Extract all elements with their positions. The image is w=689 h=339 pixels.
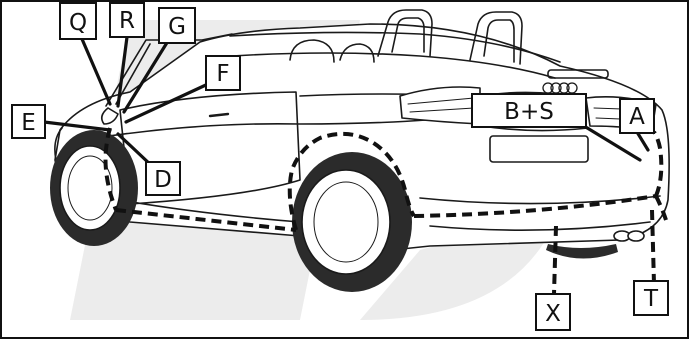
label-R: R [110, 3, 144, 37]
label-E-text: E [21, 110, 36, 136]
label-F-text: F [216, 61, 229, 87]
label-E: E [12, 105, 45, 138]
label-A: A [620, 99, 654, 133]
label-BS-text: B+S [504, 99, 554, 125]
label-A-text: A [629, 104, 645, 130]
label-T: T [634, 281, 668, 315]
label-G: G [159, 8, 195, 43]
label-F: F [206, 56, 240, 90]
label-BS: B+S [472, 94, 586, 127]
rear-wheel-icon [292, 152, 412, 292]
label-X-text: X [545, 301, 561, 327]
front-wheel-icon [50, 130, 138, 246]
label-X: X [536, 294, 570, 330]
label-T-text: T [643, 286, 659, 312]
label-D-text: D [154, 167, 172, 193]
label-D: D [146, 162, 180, 195]
label-Q-text: Q [69, 10, 87, 36]
label-G-text: G [168, 14, 186, 40]
label-R-text: R [119, 8, 135, 34]
label-Q: Q [60, 3, 96, 39]
